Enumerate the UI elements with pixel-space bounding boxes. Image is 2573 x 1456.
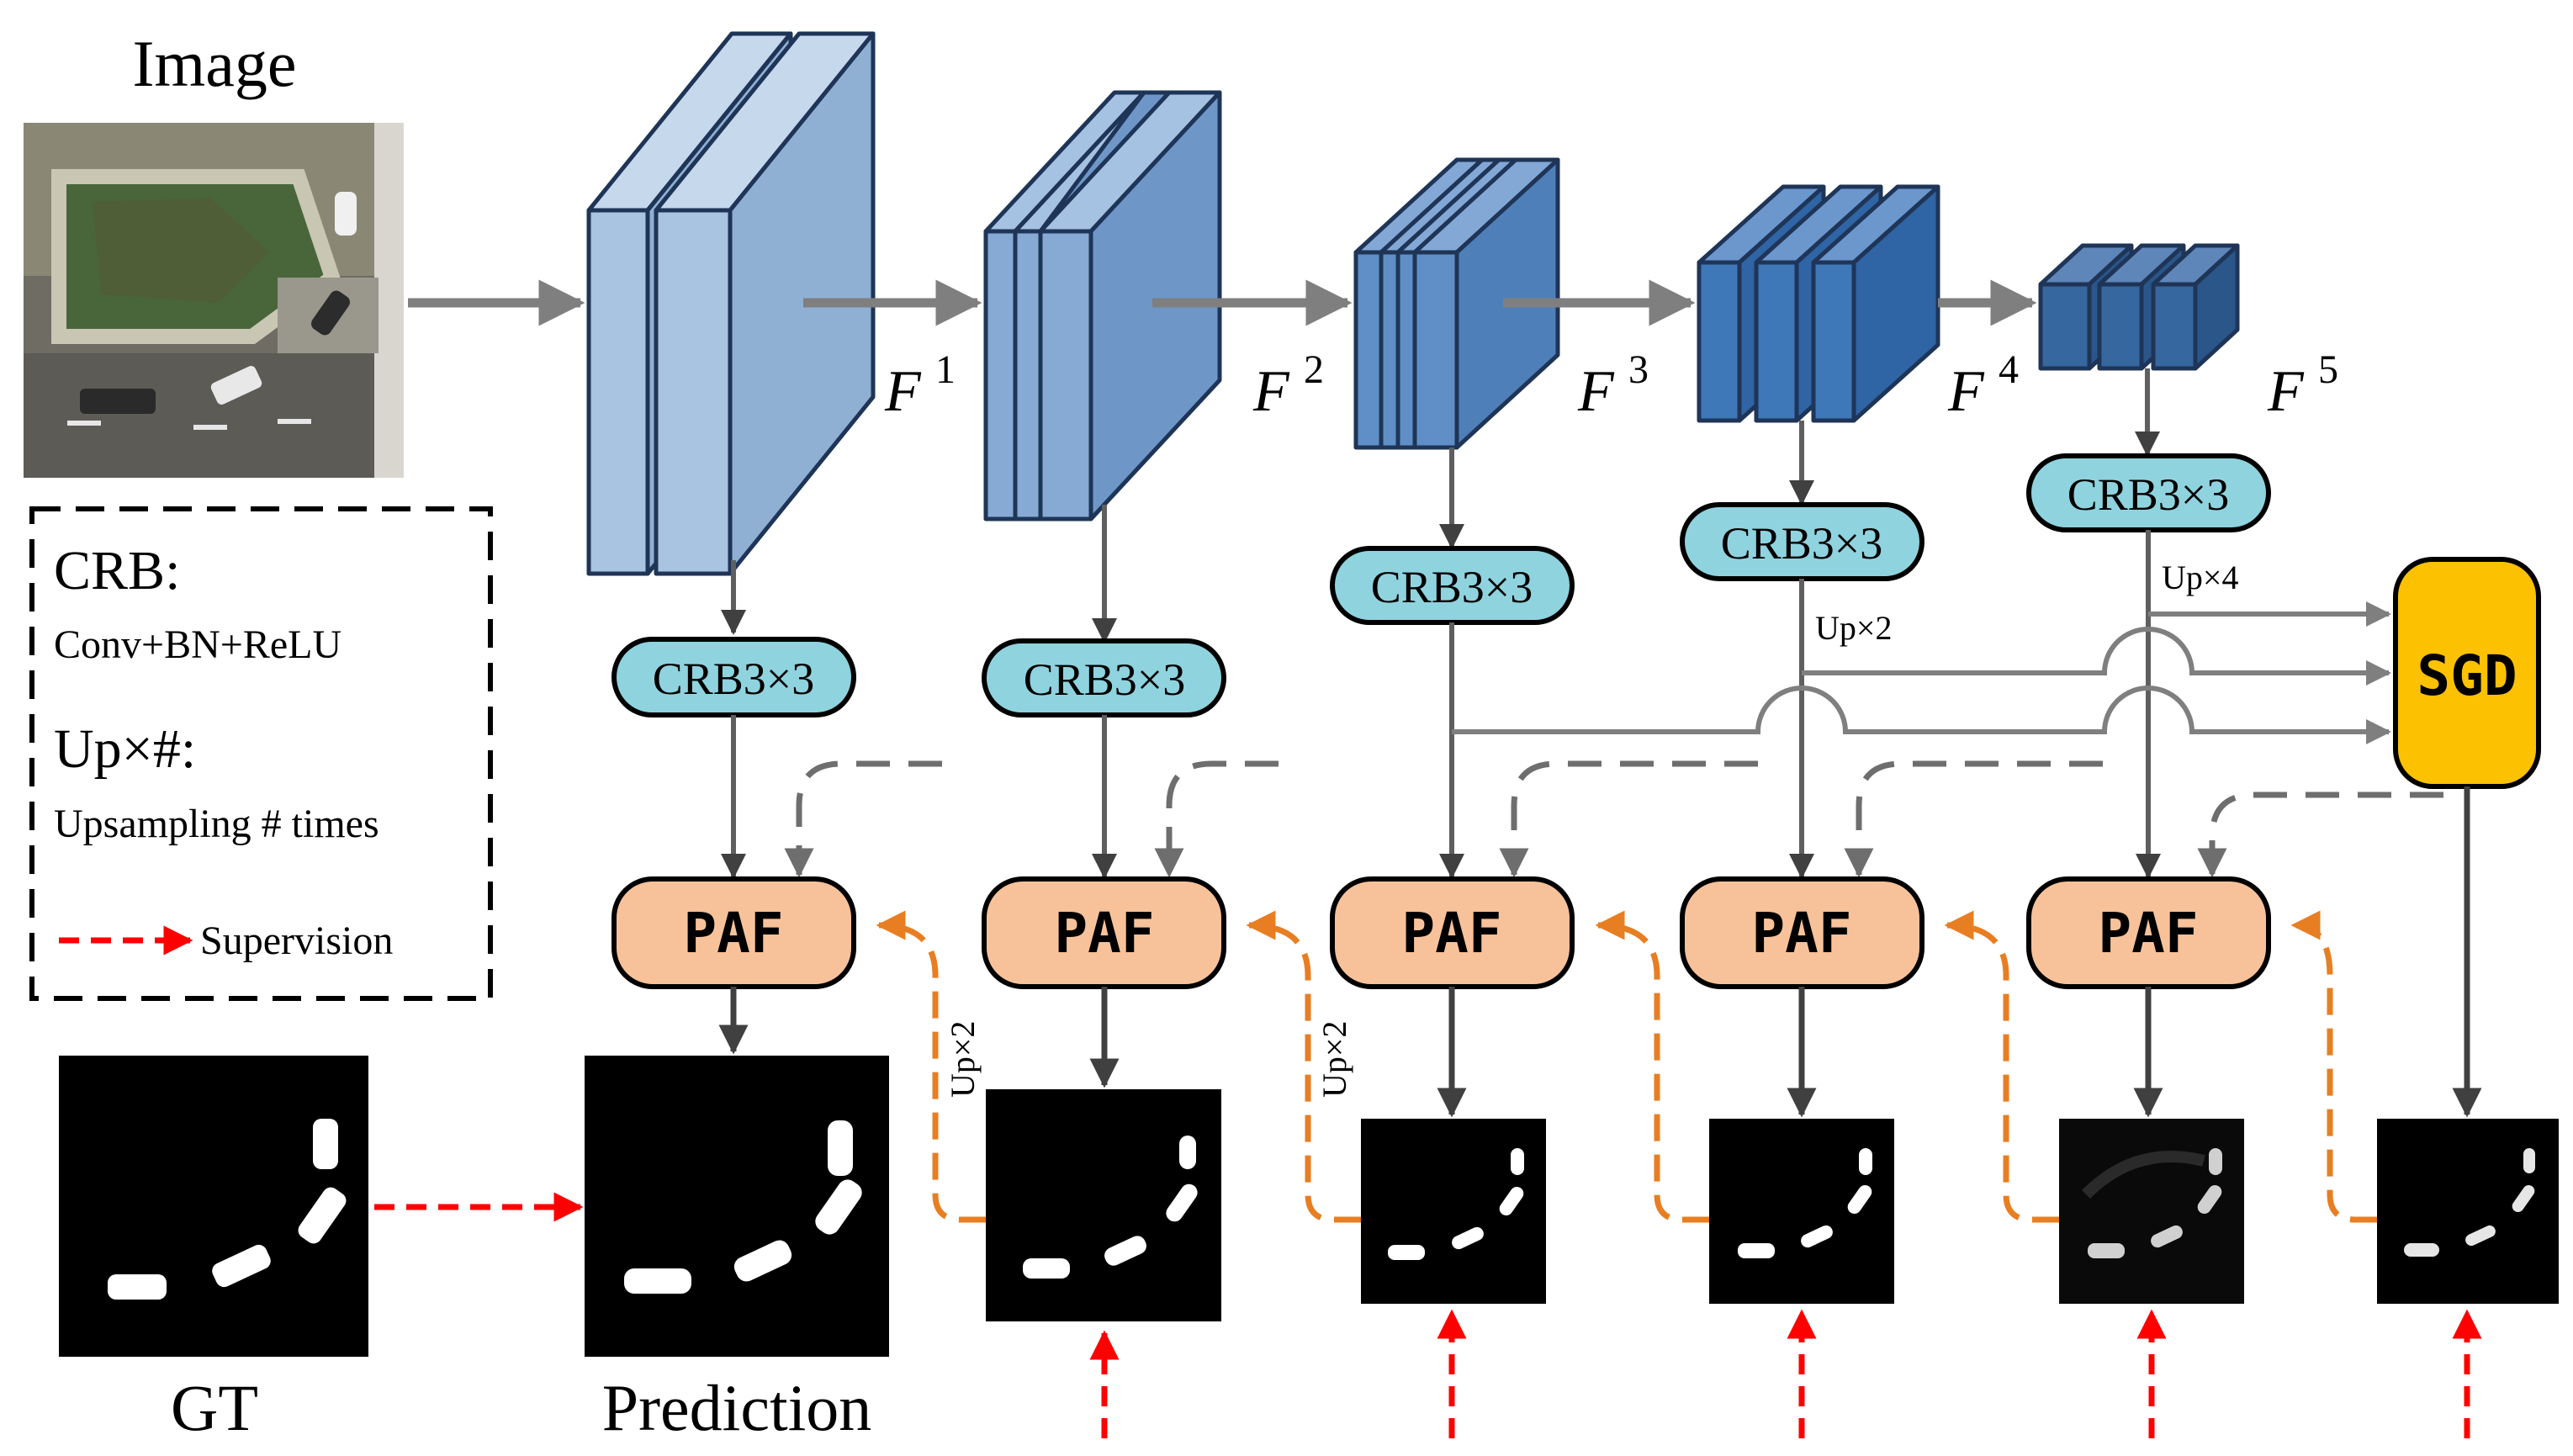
side-output-4 (1709, 1119, 1894, 1304)
svg-text:1: 1 (935, 347, 956, 392)
svg-text:SGD: SGD (2417, 643, 2517, 708)
side-output-5 (2059, 1119, 2244, 1304)
svg-text:F: F (1577, 359, 1615, 424)
svg-text:CRB3×3: CRB3×3 (1371, 562, 1533, 612)
encoder-stage-3-block (1353, 157, 1560, 450)
paf-to-output-arrows (718, 786, 2482, 1118)
prediction-mask (585, 1056, 889, 1357)
svg-text:CRB3×3: CRB3×3 (1024, 654, 1186, 705)
legend-crb-desc: Conv+BN+ReLU (54, 622, 341, 667)
svg-text:CRB3×3: CRB3×3 (2067, 469, 2230, 520)
input-aerial-image (24, 123, 404, 478)
feature-label-f5: F 5 (2267, 347, 2338, 424)
image-title: Image (133, 27, 297, 100)
gt-label: GT (171, 1371, 258, 1444)
svg-text:PAF: PAF (683, 901, 783, 966)
sgd-feedback-dashed-lines (784, 760, 2443, 878)
crb-box-1: CRB3×3 (611, 637, 856, 717)
encoder-stage-2-block (983, 90, 1222, 522)
svg-text:CRB3×3: CRB3×3 (653, 654, 815, 704)
sgd-input-lines (1452, 601, 2391, 744)
svg-text:PAF: PAF (1401, 901, 1501, 966)
svg-text:F: F (884, 359, 922, 424)
encoder-stage-5-block (2038, 243, 2240, 371)
side-output-2 (986, 1089, 1221, 1321)
paf-box-5: PAF (2026, 876, 2271, 989)
encoder-stage-4-block (1697, 184, 1940, 423)
legend-box (29, 506, 493, 1001)
svg-text:4: 4 (1999, 347, 2019, 392)
svg-text:2: 2 (1304, 347, 1324, 392)
crb-box-5: CRB3×3 (2026, 453, 2271, 532)
upsample-orange-connectors (876, 910, 2377, 1223)
up-x2-vertical-label-2: Up×2 (1316, 1021, 1353, 1098)
crb-box-4: CRB3×3 (1680, 502, 1924, 581)
svg-text:PAF: PAF (1054, 901, 1154, 966)
up-x2-vertical-label-1: Up×2 (944, 1021, 982, 1098)
svg-text:PAF: PAF (1751, 901, 1851, 966)
paf-box-4: PAF (1680, 876, 1924, 989)
legend-up-title: Up×#: (54, 718, 196, 780)
up-x2-label: Up×2 (1815, 609, 1892, 647)
side-output-supervision-arrows (1089, 1309, 2482, 1438)
crb-to-paf-arrows (721, 530, 2161, 879)
svg-text:CRB3×3: CRB3×3 (1721, 518, 1883, 569)
prediction-label: Prediction (602, 1371, 872, 1444)
feature-label-f3: F 3 (1577, 347, 1649, 424)
crb-box-3: CRB3×3 (1330, 546, 1575, 625)
feature-label-f2: F 2 (1252, 347, 1324, 424)
side-output-3 (1361, 1119, 1546, 1304)
feature-label-f1: F 1 (884, 347, 956, 424)
legend-crb-title: CRB: (54, 540, 180, 601)
feature-label-f4: F 4 (1947, 347, 2019, 424)
svg-text:PAF: PAF (2098, 901, 2198, 966)
svg-text:5: 5 (2318, 347, 2338, 392)
side-output-sgd (2377, 1119, 2559, 1304)
svg-text:F: F (1947, 359, 1985, 424)
paf-box-3: PAF (1330, 876, 1575, 989)
svg-text:F: F (1252, 359, 1290, 424)
up-x4-label: Up×4 (2162, 559, 2238, 596)
legend-up-desc: Upsampling # times (54, 802, 379, 846)
svg-text:F: F (2267, 359, 2305, 424)
crb-box-2: CRB3×3 (982, 638, 1226, 717)
encoder-stage-1-block (586, 31, 876, 576)
encoder-to-crb-arrows (721, 368, 2160, 643)
paf-box-1: PAF (611, 876, 856, 989)
legend-supervision-label: Supervision (200, 919, 393, 963)
svg-text:3: 3 (1628, 347, 1649, 392)
sgd-module: SGD (2393, 557, 2541, 789)
paf-box-2: PAF (982, 876, 1226, 989)
gt-mask (59, 1056, 368, 1357)
